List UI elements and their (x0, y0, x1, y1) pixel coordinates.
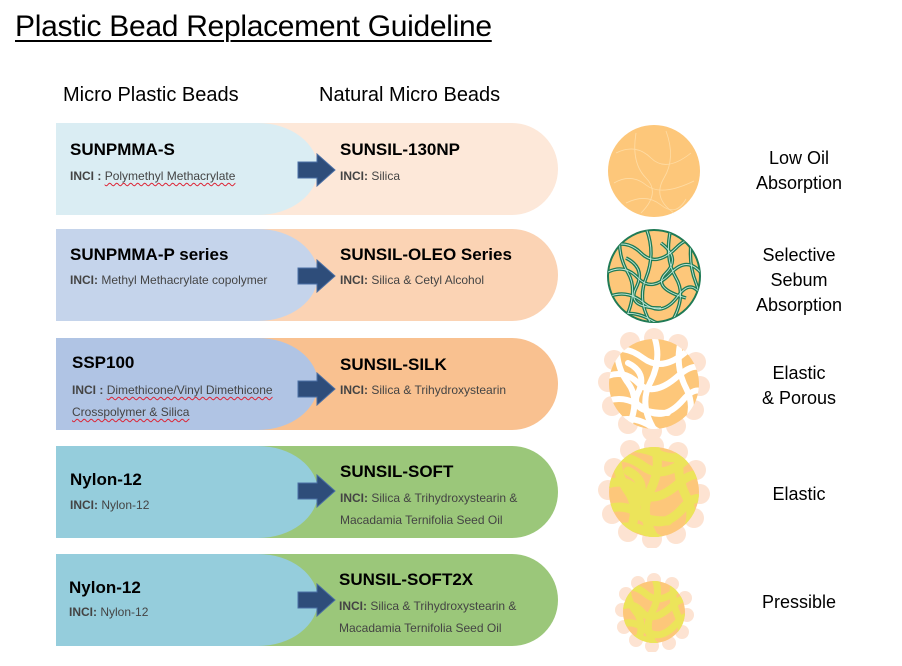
bead-network-icon (607, 229, 701, 323)
natural-bead-inci: INCI: Silica & Cetyl Alcohol (340, 273, 485, 287)
plastic-bead-name: SUNPMMA-P series (70, 245, 229, 264)
plastic-bead-name: Nylon-12 (69, 578, 141, 597)
plastic-bead-name: Nylon-12 (70, 470, 142, 489)
bead-elastic-icon (598, 436, 710, 548)
plastic-bead-pill (56, 446, 318, 538)
arrow-right-icon (297, 259, 336, 293)
plastic-bead-inci: INCI: Nylon-12 (70, 498, 150, 512)
natural-bead-name: SUNSIL-SILK (340, 355, 447, 374)
natural-bead-inci: INCI: Silica (340, 169, 401, 183)
plastic-column-header: Micro Plastic Beads (63, 84, 239, 106)
plastic-bead-inci: INCI: Methyl Methacrylate copolymer (70, 273, 268, 287)
natural-bead-inci: INCI: Silica & Trihydroxystearin &Macada… (340, 491, 518, 527)
bead-pressible-icon (615, 573, 694, 652)
natural-bead-name: SUNSIL-SOFT (340, 462, 454, 481)
natural-bead-name: SUNSIL-SOFT2X (339, 570, 474, 589)
plastic-bead-inci: INCI : Polymethyl Methacrylate (70, 169, 236, 183)
plastic-bead-pill (56, 554, 318, 646)
arrow-right-icon (297, 153, 336, 187)
property-label: Elastic& Porous (761, 363, 837, 408)
plastic-bead-pill (56, 338, 318, 430)
natural-column-header: Natural Micro Beads (319, 84, 501, 106)
replacement-row: SUNPMMA-S INCI : Polymethyl Methacrylate… (56, 123, 558, 215)
arrow-right-icon (297, 583, 336, 617)
replacement-row: Nylon-12 INCI: Nylon-12 SUNSIL-SOFT INCI… (56, 446, 558, 538)
natural-bead-inci: INCI: Silica & Trihydroxystearin &Macada… (339, 599, 517, 635)
plastic-bead-name: SUNPMMA-S (70, 140, 175, 159)
replacement-row: Nylon-12 INCI: Nylon-12 SUNSIL-SOFT2X IN… (56, 554, 558, 646)
plastic-bead-name: SSP100 (72, 353, 135, 372)
natural-bead-inci: INCI: Silica & Trihydroxystearin (340, 383, 507, 397)
bead-porous-icon (598, 328, 710, 440)
property-label: Pressible (761, 592, 837, 612)
arrow-right-icon (297, 474, 336, 508)
natural-bead-name: SUNSIL-130NP (340, 140, 460, 159)
plastic-bead-inci: INCI: Nylon-12 (69, 605, 149, 619)
page-title: Plastic Bead Replacement Guideline (15, 10, 492, 43)
plastic-bead-pill (56, 123, 318, 215)
property-label: Elastic (772, 484, 826, 504)
bead-smooth-icon (608, 125, 700, 217)
natural-bead-name: SUNSIL-OLEO Series (340, 245, 512, 264)
replacement-row: SUNPMMA-P series INCI: Methyl Methacryla… (56, 229, 558, 321)
replacement-row: SSP100 INCI : Dimethicone/Vinyl Dimethic… (56, 338, 558, 430)
arrow-right-icon (297, 372, 336, 406)
plastic-bead-pill (56, 229, 318, 321)
